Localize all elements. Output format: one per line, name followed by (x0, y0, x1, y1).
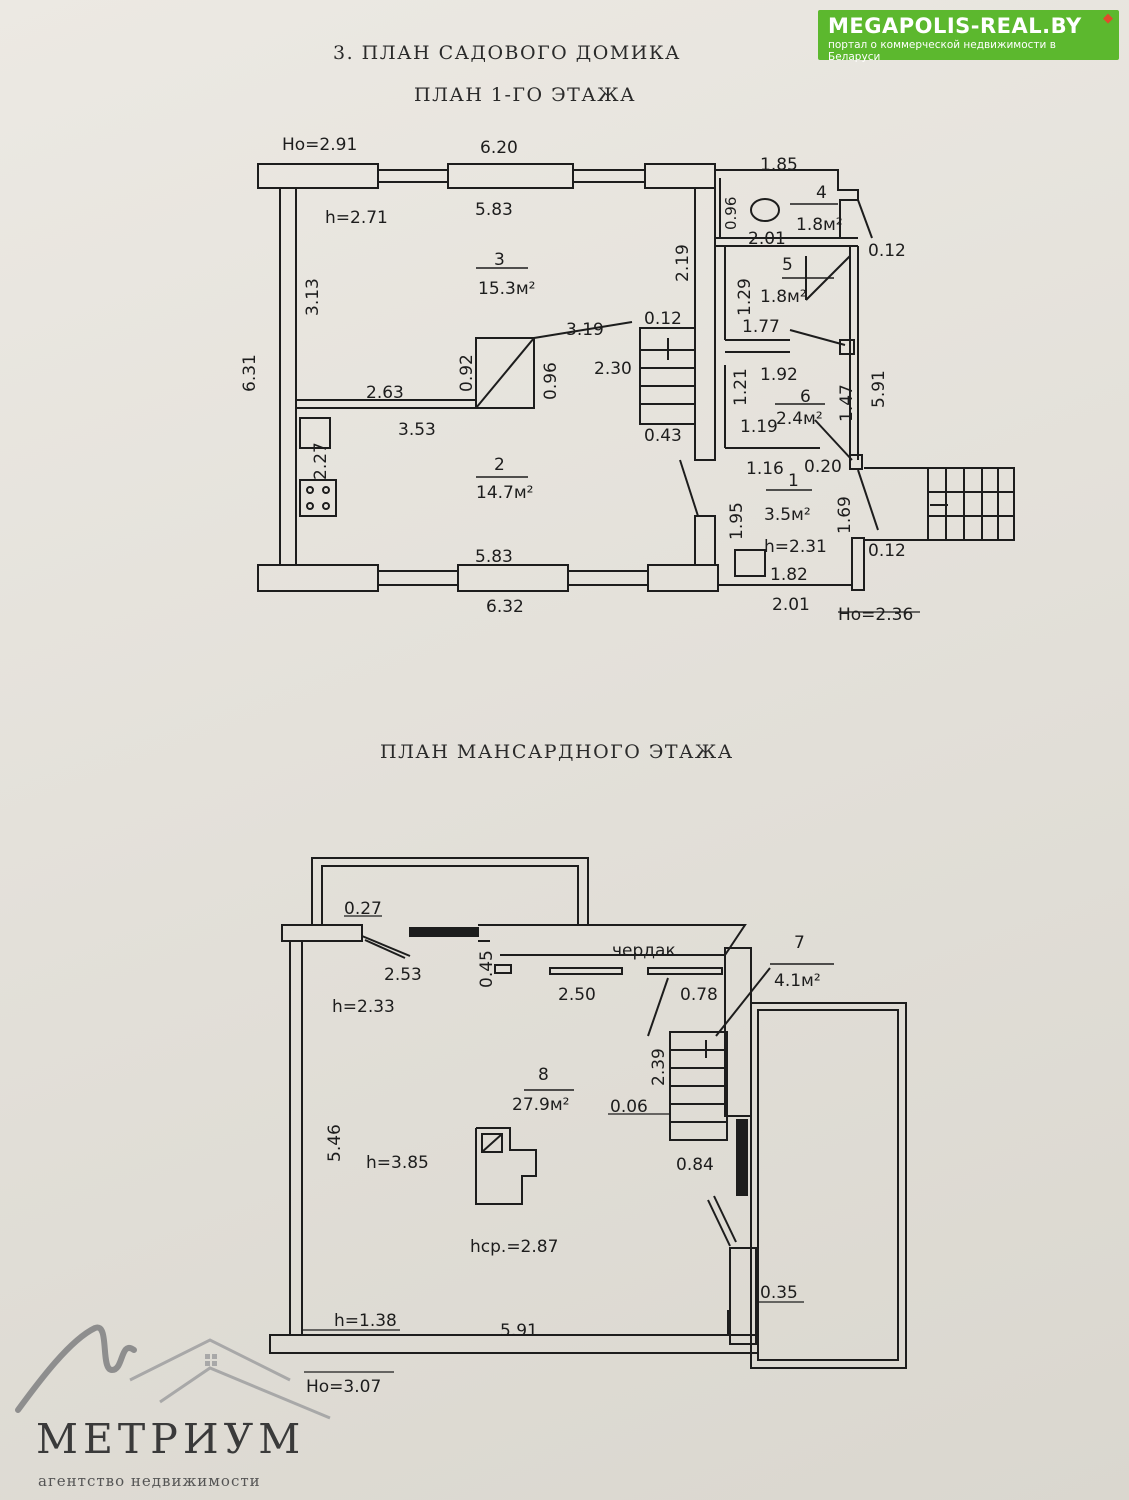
room4-area: 1.8м² (796, 215, 843, 235)
at-d-045: 0.45 (477, 950, 497, 988)
f1-bottom-right: 2.01 (772, 595, 810, 615)
at-d-084: 0.84 (676, 1155, 714, 1175)
attic-title: ПЛАН МАНСАРДНОГО ЭТАЖА (380, 741, 734, 763)
f1-d-227: 2.27 (311, 442, 331, 480)
room3-num: 3 (494, 250, 505, 270)
f1-d-147: 1.47 (837, 384, 857, 422)
attic-plan: 0.27 2.53 0.45 чердак 2.50 0.78 7 4.1м² … (269, 857, 907, 1397)
f1-d-230: 2.30 (594, 359, 632, 379)
f1-d-219: 2.19 (673, 244, 693, 282)
room2-area: 14.7м² (476, 483, 534, 503)
at-d-006: 0.06 (610, 1097, 648, 1117)
f1-d-020: 0.20 (804, 457, 842, 477)
room8-area: 27.9м² (512, 1095, 570, 1115)
floor1-title: ПЛАН 1-ГО ЭТАЖА (414, 84, 636, 106)
megapolis-badge[interactable]: MEGAPOLIS-REAL.BY портал о коммерческой … (818, 10, 1119, 63)
at-cherdak: чердак (612, 941, 676, 961)
f1-h231: h=2.31 (764, 537, 827, 557)
room1-num: 1 (788, 471, 799, 491)
logo-subtitle: агентство недвижимости (38, 1472, 261, 1490)
at-d-027: 0.27 (344, 899, 382, 919)
badge-tagline: портал о коммерческой недвижимости в Бел… (828, 39, 1056, 63)
f1-d-119: 1.19 (740, 417, 778, 437)
room3-area: 15.3м² (478, 279, 536, 299)
f1-d-195: 1.95 (727, 502, 747, 540)
room8-num: 8 (538, 1065, 549, 1085)
f1-wc-bottom: 2.01 (748, 229, 786, 249)
at-d-078: 0.78 (680, 985, 718, 1005)
at-d-239: 2.39 (649, 1048, 669, 1086)
f1-wc-side: 0.96 (722, 197, 740, 230)
f1-d-092: 0.92 (457, 354, 477, 392)
f1-d-129: 1.29 (735, 278, 755, 316)
at-ho: Но=3.07 (306, 1377, 381, 1397)
room4-num: 4 (816, 183, 827, 203)
floor1-plan: Но=2.91 6.20 5.83 h=2.71 1.85 0.96 2.01 … (240, 135, 1015, 625)
f1-d-182: 1.82 (770, 565, 808, 585)
f1-wall-r1: 0.12 (868, 241, 906, 261)
metrium-logo-mark (15, 1324, 331, 1420)
room5-area: 1.8м² (760, 287, 807, 307)
f1-d-177: 1.77 (742, 317, 780, 337)
f1-wall-r2: 0.12 (868, 541, 906, 561)
f1-d-319: 3.19 (566, 320, 604, 340)
at-h233: h=2.33 (332, 997, 395, 1017)
room1-area: 3.5м² (764, 505, 811, 525)
f1-d-631: 6.31 (240, 354, 260, 392)
f1-bottom-inner: 5.83 (475, 547, 513, 567)
at-d-591: 5.91 (500, 1321, 538, 1341)
at-h138: h=1.38 (334, 1311, 397, 1331)
at-h385: h=3.85 (366, 1153, 429, 1173)
room2-num: 2 (494, 455, 505, 475)
f1-d-313: 3.13 (303, 278, 323, 316)
at-d-250: 2.50 (558, 985, 596, 1005)
room7-area: 4.1м² (774, 971, 821, 991)
at-d-253: 2.53 (384, 965, 422, 985)
f1-ho-top: Но=2.91 (282, 135, 357, 155)
logo-name: МЕТРИУМ (36, 1415, 306, 1463)
at-hcp: hср.=2.87 (470, 1237, 558, 1257)
room7-num: 7 (794, 933, 805, 953)
f1-d-169: 1.69 (835, 496, 855, 534)
f1-d-591: 5.91 (869, 370, 889, 408)
f1-d-121: 1.21 (731, 368, 751, 406)
pin-icon: ◆ (1103, 11, 1113, 26)
f1-d-012: 0.12 (644, 309, 682, 329)
f1-d-043: 0.43 (644, 426, 682, 446)
f1-ho-bottom: Но=2.36 (838, 605, 913, 625)
at-d-035: 0.35 (760, 1283, 798, 1303)
room5-num: 5 (782, 255, 793, 275)
badge-site: MEGAPOLIS-REAL.BY (828, 14, 1082, 38)
main-title: 3. ПЛАН САДОВОГО ДОМИКА (333, 42, 681, 64)
f1-h: h=2.71 (325, 208, 388, 228)
f1-bottom-outer: 6.32 (486, 597, 524, 617)
f1-d-353: 3.53 (398, 420, 436, 440)
room6-num: 6 (800, 387, 811, 407)
f1-width-inner-top: 5.83 (475, 200, 513, 220)
f1-d-192: 1.92 (760, 365, 798, 385)
at-d-546: 5.46 (325, 1124, 345, 1162)
f1-d-116: 1.16 (746, 459, 784, 479)
f1-d-096: 0.96 (541, 362, 561, 400)
f1-wc-width: 1.85 (760, 155, 798, 175)
room6-area: 2.4м² (776, 409, 823, 429)
f1-d-263: 2.63 (366, 383, 404, 403)
f1-width-outer: 6.20 (480, 138, 518, 158)
